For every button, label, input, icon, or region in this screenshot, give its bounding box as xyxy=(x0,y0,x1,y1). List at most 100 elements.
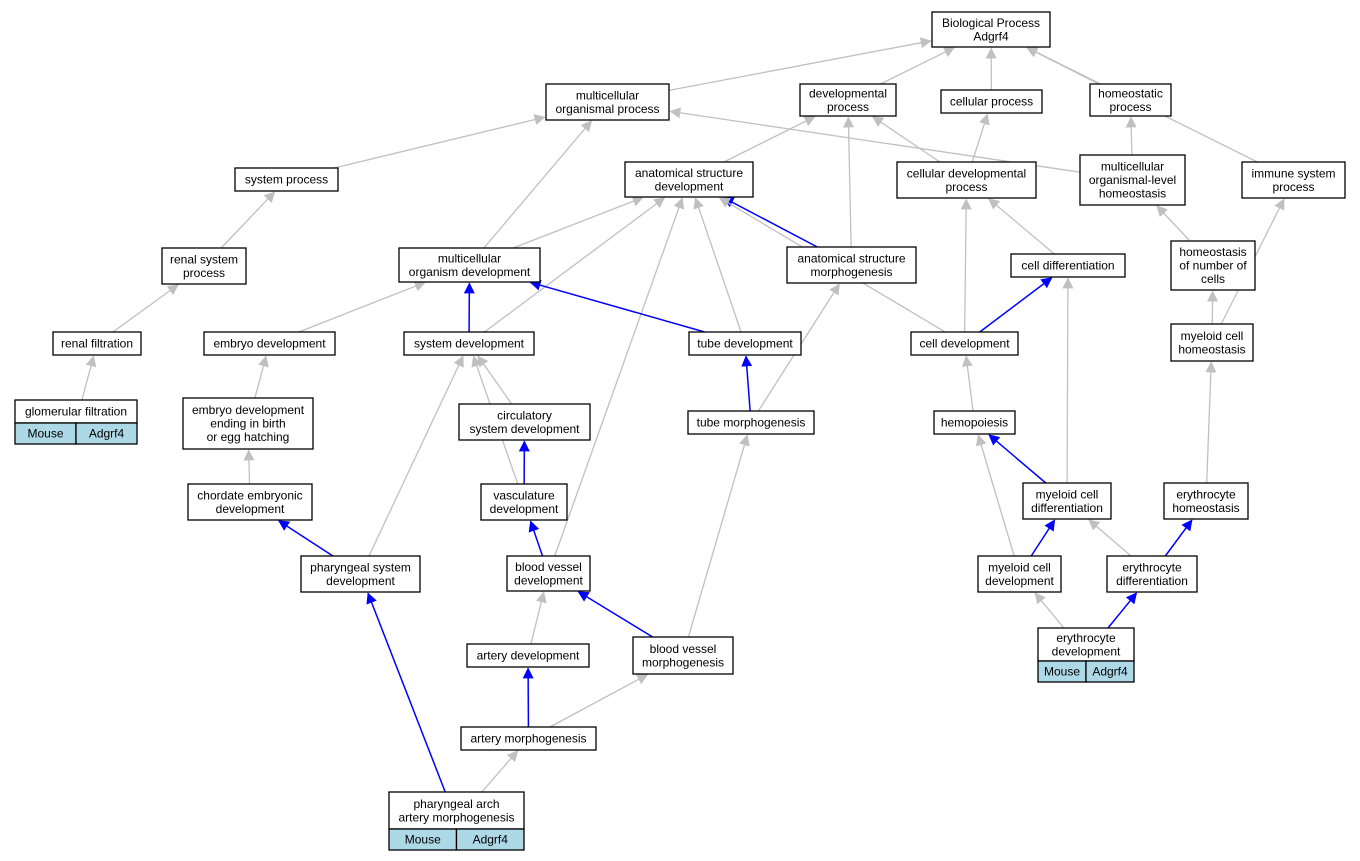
node-system-process[interactable]: system process xyxy=(234,167,339,192)
part-of-edge-pharyngeal-arch-artery-morphogenesis-to-pharyngeal-system-development xyxy=(366,592,446,793)
node-label: multicellular xyxy=(576,88,639,102)
node-renal-filtration[interactable]: renal filtration xyxy=(52,331,142,356)
part-of-edge-blood-vessel-development-to-vasculature-development xyxy=(528,520,544,557)
node-embryo-development[interactable]: embryo development xyxy=(203,331,336,356)
node-label: development xyxy=(985,574,1054,588)
is-a-edge-pharyngeal-system-development-to-system-development xyxy=(368,355,464,557)
node-label: process xyxy=(1272,180,1314,194)
node-label: anatomical structure xyxy=(797,251,905,265)
annotation-species: Mouse xyxy=(1044,665,1080,679)
node-label: erythrocyte xyxy=(1122,560,1182,574)
node-label: homeostasis xyxy=(1179,245,1246,259)
is-a-edge-system-process-to-multicellular-organismal-process xyxy=(333,114,546,169)
annotation-gene-cell xyxy=(455,828,525,851)
node-label: circulatory xyxy=(497,408,552,422)
node-label: erythrocyte xyxy=(1056,631,1116,645)
node-label: differentiation xyxy=(1116,574,1188,588)
node-label: pharyngeal arch xyxy=(413,797,499,811)
node-label: artery morphogenesis xyxy=(470,732,586,746)
annotation-gene: Adgrf4 xyxy=(473,833,509,847)
node-label: Biological Process xyxy=(942,16,1040,30)
node-artery-morphogenesis[interactable]: artery morphogenesis xyxy=(460,726,597,751)
node-box xyxy=(632,636,734,675)
node-label: or egg hatching xyxy=(207,430,290,444)
node-label: chordate embryonic xyxy=(197,488,302,502)
part-of-edge-tube-development-to-multicellular-organism-development xyxy=(529,279,705,333)
node-cell-differentiation[interactable]: cell differentiation xyxy=(1010,253,1126,278)
node-label: differentiation xyxy=(1031,501,1103,515)
node-label: of number of xyxy=(1179,259,1247,273)
node-box xyxy=(161,247,247,285)
node-box xyxy=(896,161,1037,199)
node-label: vasculature xyxy=(493,488,555,502)
node-hemopoiesis[interactable]: hemopoiesis xyxy=(933,410,1016,435)
is-a-edge-blood-vessel-morphogenesis-to-tube-morphogenesis xyxy=(687,434,750,638)
node-box xyxy=(398,247,541,283)
node-box xyxy=(940,89,1043,114)
is-a-edge-erythrocyte-development-to-myeloid-cell-development xyxy=(1034,592,1065,629)
is-a-edge-multicellular-organismal-level-homeostasis-to-homeostatic-process xyxy=(1125,116,1137,156)
node-label: Adgrf4 xyxy=(973,29,1009,43)
node-label: development xyxy=(326,574,395,588)
node-box xyxy=(1106,555,1198,593)
part-of-edge-tube-morphogenesis-to-tube-development xyxy=(741,355,753,412)
node-label: cell development xyxy=(919,337,1010,351)
node-box xyxy=(933,410,1016,435)
is-a-edge-cellular-developmental-process-to-developmental-process xyxy=(872,116,941,163)
node-box xyxy=(1170,240,1256,291)
node-label: system process xyxy=(245,173,328,187)
node-cell-development[interactable]: cell development xyxy=(910,331,1019,356)
node-label: blood vessel xyxy=(515,560,582,574)
node-label: homeostasis xyxy=(1172,501,1239,515)
node-label: homeostasis xyxy=(1099,187,1166,201)
node-label: artery development xyxy=(477,649,580,663)
node-label: multicellular xyxy=(438,251,501,265)
is-a-edge-anatomical-structure-development-to-developmental-process xyxy=(723,116,816,163)
node-label: renal filtration xyxy=(61,337,133,351)
node-tube-development[interactable]: tube development xyxy=(688,331,802,356)
node-box xyxy=(1037,627,1135,662)
is-a-edge-artery-morphogenesis-to-blood-vessel-morphogenesis xyxy=(549,674,649,728)
node-cellular-process[interactable]: cellular process xyxy=(940,89,1043,114)
node-system-development[interactable]: system development xyxy=(403,331,535,356)
node-box xyxy=(403,331,535,356)
part-of-edge-myeloid-cell-differentiation-to-hemopoiesis xyxy=(988,434,1047,484)
node-label: myeloid cell xyxy=(1181,329,1244,343)
is-a-edge-myeloid-cell-differentiation-to-cell-differentiation xyxy=(1062,277,1074,484)
node-label: process xyxy=(945,180,987,194)
node-artery-development[interactable]: artery development xyxy=(466,643,590,668)
node-box xyxy=(624,161,754,198)
node-box xyxy=(931,11,1051,48)
node-label: pharyngeal system xyxy=(310,560,411,574)
node-tube-morphogenesis[interactable]: tube morphogenesis xyxy=(687,410,815,435)
node-label: development xyxy=(490,502,559,516)
is-a-edge-pharyngeal-arch-artery-morphogenesis-to-artery-morphogenesis xyxy=(481,750,519,793)
